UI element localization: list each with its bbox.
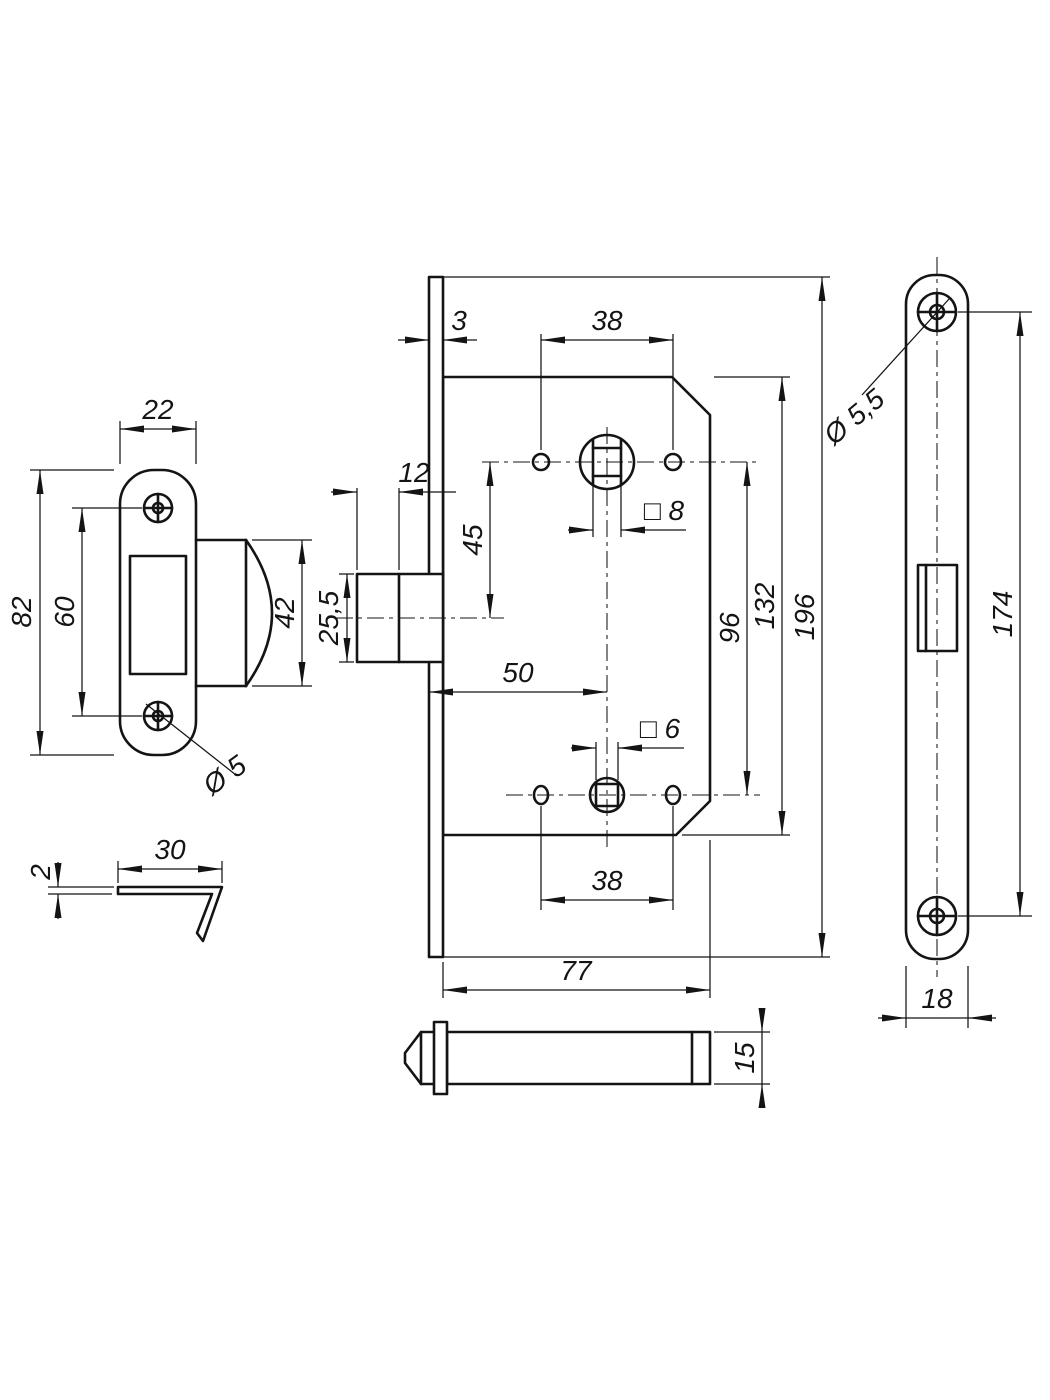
strike-slot: [128, 554, 188, 676]
dim-dust-thickness: 2: [25, 864, 56, 881]
dim-strike-width: 22: [141, 394, 174, 425]
strike-tab: [194, 538, 274, 688]
view-strike-plate: 22 82 60 42 Ø 5: [6, 394, 312, 801]
view-latch-side: 15: [403, 1008, 770, 1108]
dim-strike-height: 82: [6, 596, 37, 628]
dim-dust-length-lines: [117, 861, 223, 883]
strike-screw-bottom-icon: [142, 700, 174, 732]
dim-lower-holes-spacing: 38: [591, 865, 623, 896]
faceplate-screw-bottom-icon: [916, 895, 958, 937]
dim-strike-width-lines: [119, 421, 197, 464]
dim-case-depth-lines: [442, 840, 711, 998]
strike-screw-top-icon: [142, 492, 174, 524]
dim-case-depth: 77: [560, 955, 593, 986]
strike-screw-dia-leader: [145, 703, 237, 776]
dim-strike-tab-height-lines: [252, 539, 312, 687]
dim-latch-height-lines: [339, 573, 354, 663]
dim-dust-length: 30: [154, 834, 186, 865]
dim-upper-holes-spacing: 38: [591, 305, 623, 336]
dim-faceplate-length-lines: [443, 276, 830, 958]
faceplate-hole-leader: [861, 298, 950, 396]
dim-dust-thickness-lines: [48, 862, 114, 919]
strike-plate-outline: [118, 468, 198, 757]
latch-tip: [403, 1030, 436, 1086]
latch-body-side: [445, 1030, 712, 1086]
view-lock-body: 3 38 12 25,5 45: [313, 275, 830, 998]
dim-case-height: 132: [749, 582, 780, 629]
center-lines: [336, 427, 760, 852]
dim-spindle-square-lines: [568, 482, 686, 537]
dim-latch-height: 25,5: [313, 590, 344, 646]
dim-strike-height-lines: [30, 469, 114, 756]
dim-latch-thickness-lines: [714, 1008, 770, 1108]
label-wc-square: □ 6: [640, 713, 681, 744]
label-faceplate-hole-dia: Ø 5,5: [817, 383, 890, 452]
dust-cover-outline: [116, 885, 224, 943]
dim-latch-thickness: 15: [729, 1042, 760, 1074]
lock-case-outline: [441, 375, 712, 837]
dim-strike-screw-centers: 60: [49, 596, 80, 628]
dim-latch-to-spindle: 45: [457, 524, 488, 556]
dim-faceplate-screw-centers-lines: [958, 311, 1032, 917]
view-dust-cover: 30 2: [25, 834, 224, 943]
dim-faceplate-thickness: 3: [451, 305, 467, 336]
dim-centers: 96: [714, 612, 745, 644]
dim-upper-holes-lines: [540, 334, 674, 450]
dim-faceplate-width: 18: [921, 983, 953, 1014]
dim-wc-square-lines: [571, 742, 684, 780]
dim-lower-holes-lines: [540, 806, 674, 910]
dim-strike-screw-centers-lines: [72, 507, 142, 717]
dim-faceplate-length: 196: [789, 593, 820, 640]
label-strike-screw-dia: Ø 5: [196, 749, 252, 801]
label-spindle-square: □ 8: [644, 495, 685, 526]
faceplate-slot: [916, 563, 959, 653]
faceplate-cross-section: [432, 1020, 449, 1096]
dim-latch-nose-lines: [331, 488, 456, 570]
dim-strike-tab-height: 42: [269, 597, 300, 629]
dim-backset: 50: [502, 657, 534, 688]
faceplate-outline: [904, 273, 970, 961]
dim-case-height-lines: [682, 376, 790, 836]
dim-latch-nose: 12: [398, 457, 430, 488]
dim-faceplate-width-lines: [878, 966, 996, 1028]
dim-faceplate-screw-centers: 174: [987, 591, 1018, 638]
view-faceplate: Ø 5,5 174 18: [817, 257, 1032, 1028]
